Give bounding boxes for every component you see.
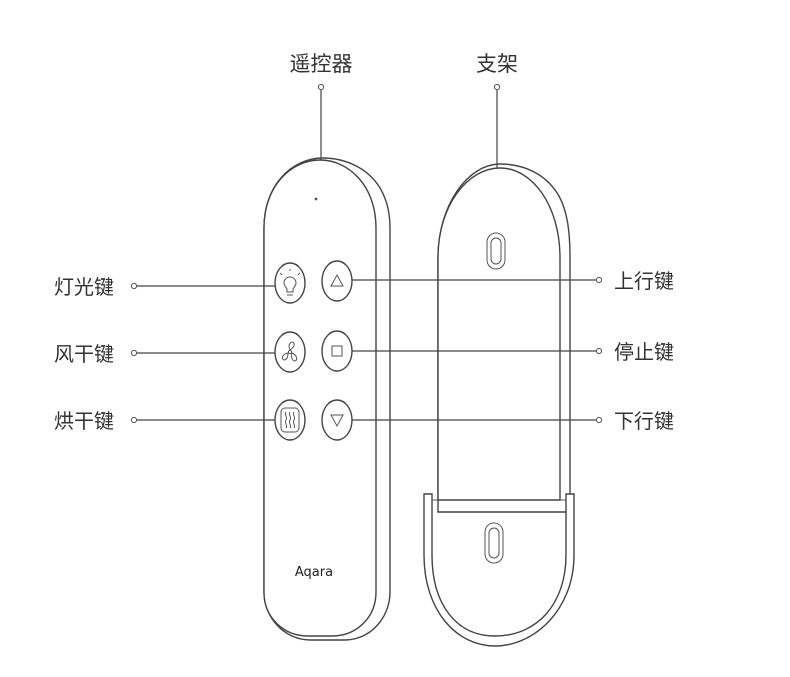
triangle-up-icon <box>330 273 344 287</box>
brand-logo: Aqara <box>295 565 333 580</box>
indicator-light <box>314 197 318 201</box>
up-button[interactable] <box>321 260 353 302</box>
label-holder: 支架 <box>476 52 518 76</box>
heat-waves-icon <box>280 407 300 433</box>
down-button[interactable] <box>321 399 353 441</box>
label-up-key: 上行键 <box>614 269 674 293</box>
triangle-down-icon <box>330 414 344 428</box>
label-light-key: 灯光键 <box>54 275 114 299</box>
label-heat-dry-key: 烘干键 <box>54 409 114 433</box>
heat-dry-button[interactable] <box>274 399 306 441</box>
light-button[interactable] <box>274 262 306 304</box>
stop-button[interactable] <box>321 330 353 372</box>
square-stop-icon <box>331 345 343 357</box>
upper-mounting-slot <box>486 232 506 270</box>
holder-bracket <box>423 163 575 647</box>
lower-mounting-slot <box>484 522 504 564</box>
fan-button[interactable] <box>274 331 306 373</box>
fan-icon <box>281 341 298 362</box>
label-remote: 遥控器 <box>290 52 353 76</box>
label-down-key: 下行键 <box>614 409 674 433</box>
lightbulb-icon <box>279 269 301 296</box>
label-stop-key: 停止键 <box>614 340 674 364</box>
leader-lines <box>130 83 603 424</box>
label-fan-key: 风干键 <box>54 342 114 366</box>
remote-control: Aqara <box>263 157 391 641</box>
